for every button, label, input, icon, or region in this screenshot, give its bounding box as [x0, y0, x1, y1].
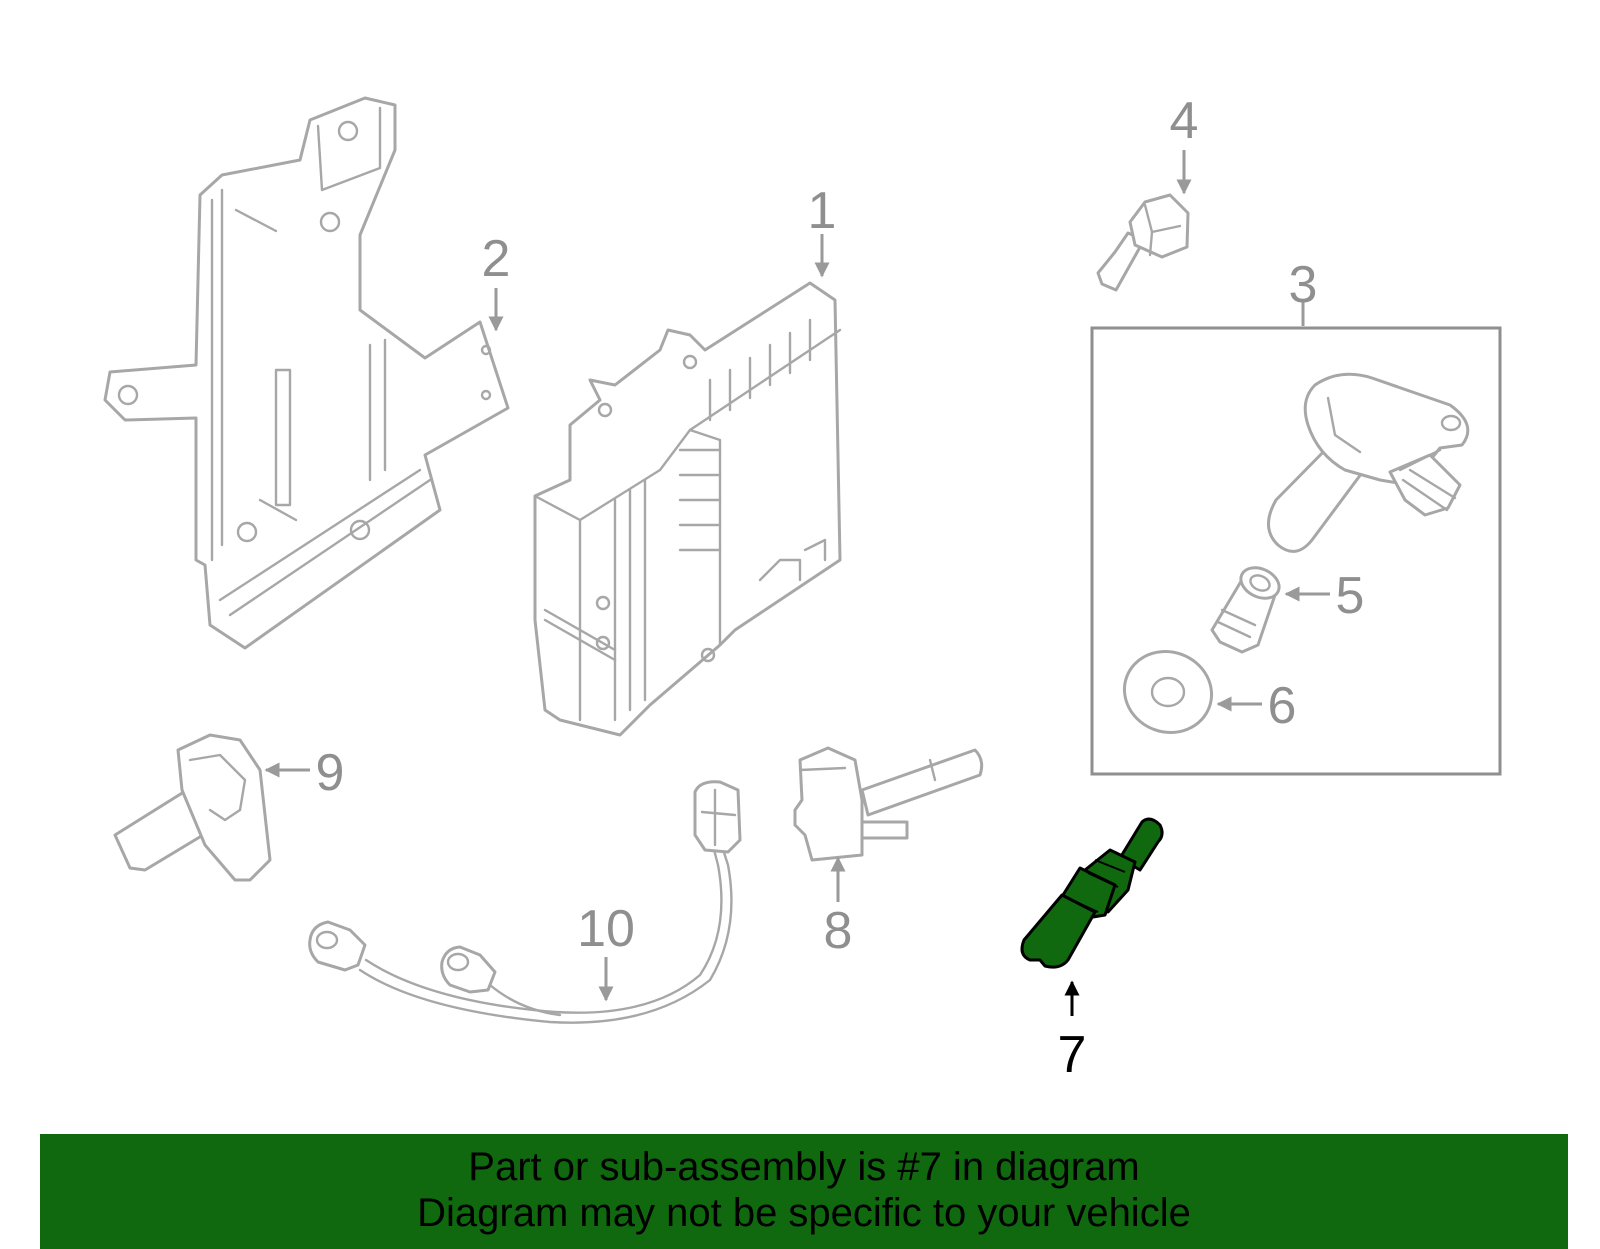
banner-line-2: Diagram may not be specific to your vehi… [417, 1191, 1191, 1235]
spark-plug-part-7[interactable] [1020, 817, 1164, 969]
callout-1: 1 [808, 182, 837, 240]
control-module-part-1[interactable] [533, 281, 842, 737]
bolt-part-4[interactable] [1096, 193, 1190, 292]
callout-3: 3 [1289, 256, 1318, 314]
seal-ring-part-6[interactable] [1113, 639, 1223, 744]
info-banner: Part or sub-assembly is #7 in diagram Di… [40, 1134, 1568, 1249]
knock-sensor-harness-part-10[interactable] [308, 780, 742, 1024]
kit-box-part-3 [1090, 326, 1502, 776]
callout-6: 6 [1268, 677, 1297, 735]
sensor-part-8[interactable] [793, 746, 984, 862]
callout-7: 7 [1058, 1026, 1087, 1084]
callout-2: 2 [482, 230, 511, 288]
boot-part-5[interactable] [1210, 562, 1284, 654]
callout-5: 5 [1336, 567, 1365, 625]
sensor-part-9[interactable] [113, 733, 272, 882]
callout-8: 8 [824, 902, 853, 960]
callout-4: 4 [1170, 92, 1199, 150]
callout-arrows [264, 150, 1330, 1016]
ignition-coil-part-3[interactable] [1267, 372, 1470, 553]
callout-10: 10 [577, 900, 635, 958]
bracket-part-2[interactable] [103, 96, 510, 650]
callout-9: 9 [316, 744, 345, 802]
banner-line-1: Part or sub-assembly is #7 in diagram [468, 1145, 1140, 1189]
